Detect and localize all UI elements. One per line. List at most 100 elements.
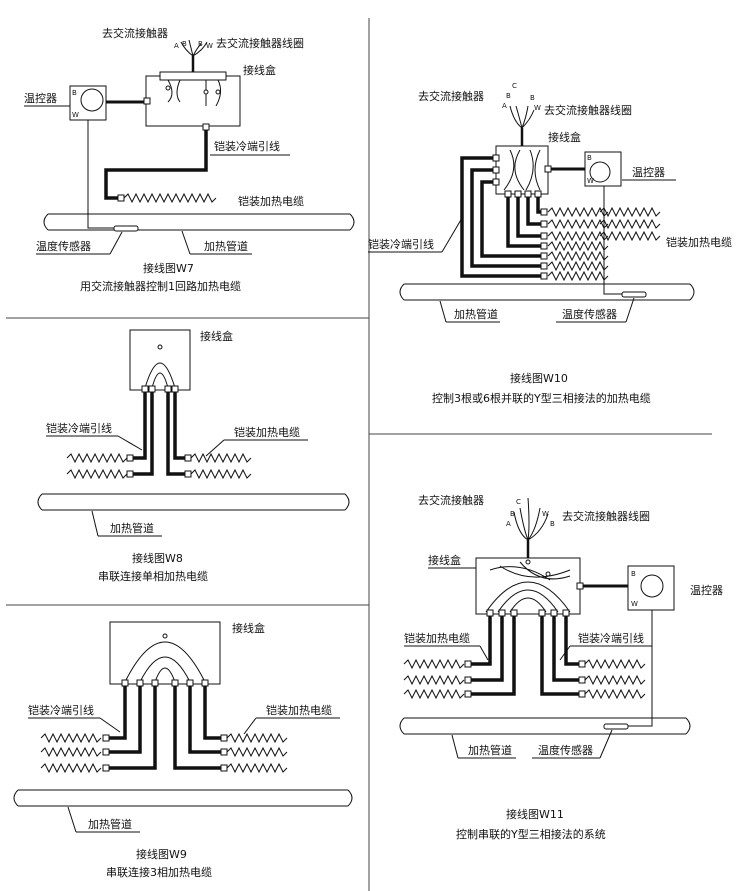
w10-terminal-w: W	[534, 104, 541, 112]
w8-lead-label: 铠装冷端引线	[46, 421, 112, 435]
w9-box-label: 接线盒	[232, 621, 265, 635]
w11-junction-box	[475, 557, 581, 615]
w10-temperature-sensor	[621, 291, 647, 298]
w7-caption-title: 接线图W7	[143, 261, 194, 275]
w10-cable-label: 铠装加热电缆	[666, 235, 732, 249]
w10-controller-label: 温控器	[632, 165, 665, 179]
w7-terminal-w: W	[206, 42, 213, 50]
w9-heating-cable-left-2	[40, 747, 102, 757]
w11-thermo-b: B	[631, 570, 636, 578]
w10-pipe-label: 加热管道	[454, 307, 498, 321]
w10-terminal-b: B	[506, 92, 511, 100]
w9-cable-label: 铠装加热电缆	[266, 703, 332, 717]
w7-lead-label: 铠装冷端引线	[214, 139, 280, 153]
w11-terminal-a: A	[506, 520, 511, 528]
w11-contactor-label: 去交流接触器	[418, 493, 484, 507]
w11-caption-title: 接线图W11	[506, 807, 564, 821]
w8-heating-pipe	[37, 493, 350, 511]
w11-heating-cable-right-1	[584, 659, 646, 669]
w11-coil-label: 去交流接触器线圈	[562, 509, 650, 523]
w10-thermostat	[584, 151, 622, 187]
w10-sensor-wire	[603, 186, 624, 295]
w10-heating-cable-8	[599, 207, 661, 217]
w7-terminal-a: A	[174, 42, 179, 50]
w10-caption-desc: 控制3根或6根并联的Y型三相接法的加热电缆	[432, 391, 651, 405]
w11-terminal-b2: B	[550, 520, 555, 528]
w8-heating-cable-right-2	[190, 469, 252, 479]
w10-heating-cable-10	[599, 231, 661, 241]
w11-pipe-label: 加热管道	[468, 743, 512, 757]
w10-heating-cable-4	[547, 241, 609, 251]
w9-internal-wiring	[124, 633, 206, 683]
w7-thermostat-dial-icon	[80, 88, 104, 112]
w8-cold-leads	[132, 392, 186, 476]
w9-heating-cable-left-3	[40, 763, 102, 773]
w10-heating-cable-7	[547, 271, 609, 281]
w7-thermo-b: B	[72, 89, 77, 97]
w11-sensor-wire	[628, 610, 653, 727]
w7-contactor-label: 去交流接触器	[102, 26, 168, 40]
w7-incoming-wires	[180, 39, 208, 72]
w8-internal-wiring	[144, 344, 176, 389]
w9-heating-cable-right-3	[226, 763, 288, 773]
w10-internal-wiring	[503, 149, 541, 191]
w7-internal-wiring	[165, 79, 222, 107]
w7-cable-label: 铠装加热电缆	[238, 194, 304, 208]
w11-sensor-label: 温度传感器	[538, 743, 593, 757]
w11-temperature-sensor	[603, 723, 629, 730]
w11-thermostat	[627, 565, 675, 611]
w9-cold-leads	[108, 686, 222, 770]
w11-cable-label: 铠装加热电缆	[404, 631, 470, 645]
diagram-w11: 去交流接触器 去交流接触器线圈 接线盒 温控器 铠装加热电缆 铠装冷端引线 加热…	[399, 493, 723, 841]
w10-thermo-w: W	[587, 177, 594, 185]
w10-terminal-c: C	[512, 82, 517, 90]
w11-heating-cable-left-3	[403, 689, 465, 699]
w8-heating-cable-left-2	[66, 469, 128, 479]
w11-controller-label: 温控器	[690, 583, 723, 597]
w11-incoming-wires	[513, 497, 549, 558]
diagram-w9: 接线盒 铠装冷端引线 铠装加热电缆 加热管道 接线图W9 串联连接3相加热电缆	[13, 621, 353, 879]
w11-terminal-c: C	[516, 498, 521, 506]
w7-caption-desc: 用交流接触器控制1回路加热电缆	[80, 279, 241, 293]
w10-heating-cable-2	[547, 219, 609, 229]
w7-junction-box	[145, 75, 241, 127]
w9-heating-pipe	[13, 789, 353, 807]
w11-lead-label: 铠装冷端引线	[578, 631, 644, 645]
w7-sensor-label: 温度传感器	[36, 239, 91, 253]
w10-heating-cable-9	[599, 219, 661, 229]
w7-cold-lead	[104, 126, 208, 200]
w7-sensor-wire	[87, 120, 118, 229]
w8-caption-title: 接线图W8	[132, 551, 183, 565]
w10-terminal-a: A	[502, 102, 507, 110]
w7-thermo-w: W	[72, 111, 79, 119]
w8-heating-cable-right-1	[190, 453, 252, 463]
w10-coil-label: 去交流接触器线圈	[544, 103, 632, 117]
w10-contactor-label: 去交流接触器	[418, 89, 484, 103]
w8-heating-cable-left-1	[66, 453, 128, 463]
w8-pipe-label: 加热管道	[110, 521, 154, 535]
w9-heating-cable-right-2	[226, 747, 288, 757]
w10-lead-label: 铠装冷端引线	[368, 237, 434, 251]
w11-heating-cable-right-2	[584, 675, 646, 685]
w10-sensor-label: 温度传感器	[562, 307, 617, 321]
w11-box-label: 接线盒	[428, 553, 461, 567]
diagram-w10: 去交流接触器 去交流接触器线圈 接线盒 温控器 铠装冷端引线 铠装加热电缆 加热…	[368, 82, 732, 405]
w9-caption-title: 接线图W9	[136, 847, 187, 861]
w8-caption-desc: 串联连接单相加热电缆	[98, 570, 208, 583]
w7-coil-label: 去交流接触器线圈	[216, 36, 304, 50]
w11-caption-desc: 控制串联的Y型三相接法的系统	[456, 827, 606, 841]
w10-heating-cable-5	[547, 251, 609, 261]
w10-box-label: 接线盒	[548, 130, 581, 144]
w7-box-terminal-strip	[159, 71, 227, 81]
w10-terminal-b2: B	[530, 94, 535, 102]
w10-cold-leads-bottom	[506, 194, 542, 248]
w10-thermo-b: B	[587, 154, 592, 162]
w9-junction-box	[109, 621, 221, 685]
w8-junction-box	[129, 329, 191, 391]
w7-pipe-label: 加热管道	[204, 239, 248, 253]
w10-caption-title: 接线图W10	[510, 371, 568, 385]
w7-box-label: 接线盒	[243, 63, 276, 77]
w7-temperature-sensor	[113, 225, 139, 232]
w7-terminal-b2: B	[198, 40, 203, 48]
